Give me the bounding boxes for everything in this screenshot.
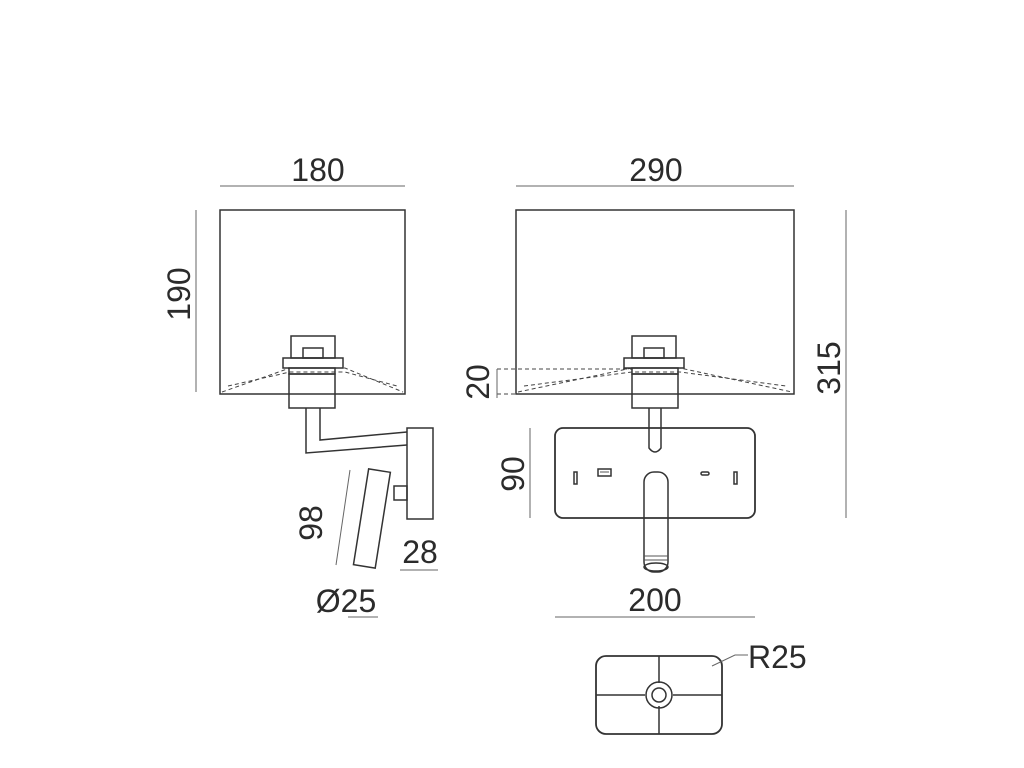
usb-c-port-icon [700, 471, 710, 476]
radius-label: R25 [748, 639, 807, 675]
right-switch-icon [733, 471, 738, 485]
side-view: 180 190 98 28 [161, 152, 438, 619]
backplate-height-label: 90 [495, 456, 531, 492]
side-shade-inner-dashed-2 [227, 371, 398, 387]
side-reading-head [352, 468, 392, 569]
backplate-width-label: 200 [628, 582, 681, 618]
side-lampshade [219, 209, 406, 395]
side-lampholder [282, 335, 344, 409]
cable-entry-outer [645, 681, 673, 709]
front-reading-arm [643, 471, 669, 573]
front-lampholder [623, 335, 685, 409]
front-lampshade [515, 209, 795, 395]
reading-arm-label: 98 [293, 505, 329, 541]
reading-lens [643, 562, 669, 572]
side-reading-bracket [393, 485, 408, 501]
backplate-detail: R25 [595, 639, 807, 735]
taper-label: 20 [460, 364, 496, 400]
side-wall-base [406, 427, 434, 520]
reading-diameter-label: Ø25 [316, 583, 376, 619]
side-arm [305, 408, 408, 454]
front-view: 290 315 20 [460, 152, 847, 618]
front-width-label: 290 [629, 152, 682, 188]
front-shade-inner-dashed [517, 367, 793, 393]
reading-arm-dimension-line [335, 469, 351, 566]
left-switch-icon [573, 471, 578, 485]
side-height-label: 190 [161, 267, 197, 320]
reading-depth-label: 28 [402, 534, 438, 570]
front-shade-inner-dashed-2 [523, 371, 787, 387]
cable-entry-inner [651, 687, 667, 703]
side-arm-inner [319, 408, 408, 441]
overall-height-label: 315 [811, 341, 847, 394]
front-backplate [554, 427, 756, 519]
front-stem [648, 408, 662, 453]
radius-leader [711, 654, 748, 667]
usb-a-port-icon [597, 468, 612, 477]
side-width-label: 180 [291, 152, 344, 188]
